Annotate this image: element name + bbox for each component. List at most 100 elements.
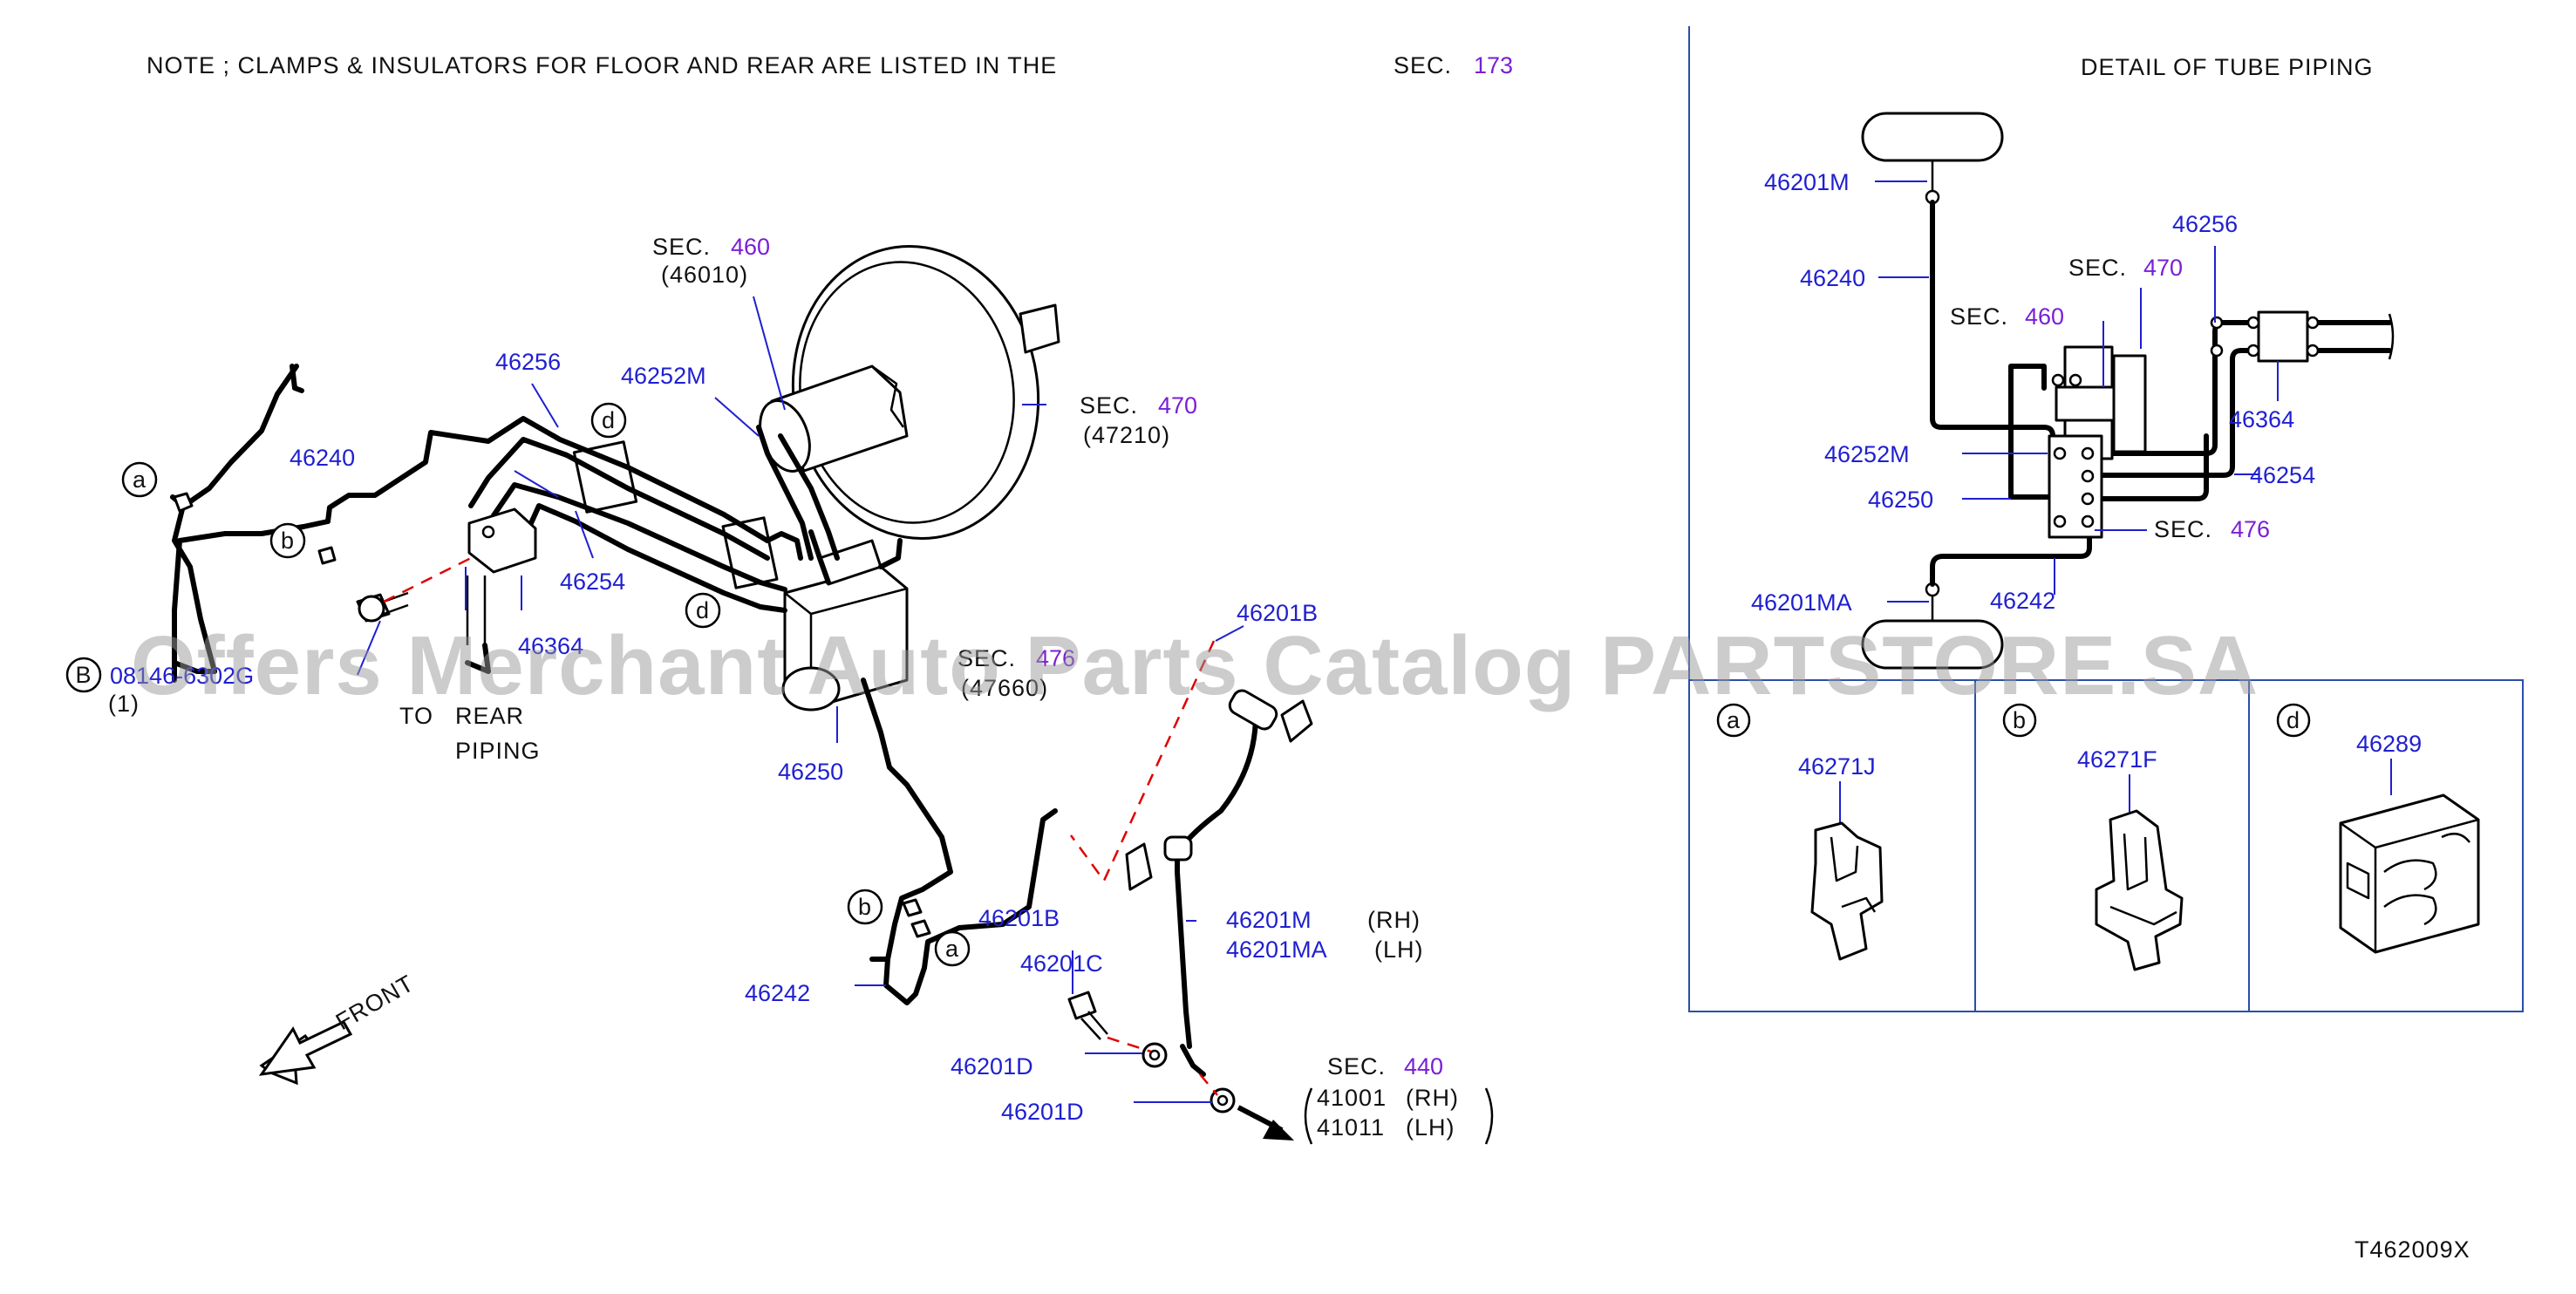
- label-46250[interactable]: 46250: [778, 759, 843, 785]
- detail-label-46364[interactable]: 46364: [2229, 406, 2294, 432]
- detail-label-46256[interactable]: 46256: [2172, 211, 2238, 237]
- to-rear-2: REAR: [455, 703, 524, 729]
- clip-46271F-icon: [2095, 809, 2184, 971]
- detail-label-46254[interactable]: 46254: [2250, 462, 2315, 488]
- sec460-link[interactable]: 460: [731, 234, 770, 260]
- marker-d: [685, 592, 721, 629]
- clip-boxes: [1688, 679, 2524, 1012]
- detail-label-46201MA[interactable]: 46201MA: [1751, 589, 1852, 616]
- marker-b: [2002, 703, 2037, 738]
- label-46364[interactable]: 46364: [518, 633, 583, 659]
- brake-hose: [1125, 689, 1313, 1077]
- front-label: FRONT: [331, 970, 419, 1035]
- detail-sec476-label: SEC.: [2154, 516, 2212, 542]
- sec440-link[interactable]: 440: [1404, 1053, 1443, 1079]
- to-rear-3: PIPING: [455, 738, 541, 764]
- note-sec-label: SEC.: [1394, 52, 1452, 78]
- label-46201M-side: (RH): [1367, 907, 1421, 933]
- label-46254[interactable]: 46254: [560, 569, 625, 595]
- label-46201MA-side: (LH): [1374, 936, 1424, 963]
- sec440-label: SEC.: [1327, 1053, 1386, 1079]
- sec460-label: SEC.: [652, 234, 711, 260]
- note-sec-link[interactable]: 173: [1474, 52, 1513, 78]
- detail-sec460-link[interactable]: 460: [2025, 303, 2064, 330]
- clip-icon: [902, 898, 923, 917]
- sec460-sub: (46010): [661, 262, 748, 288]
- label-46201B-bottom[interactable]: 46201B: [978, 905, 1060, 931]
- clip-box-d-letter: d: [2286, 707, 2300, 733]
- svg-text:a: a: [945, 936, 959, 962]
- marker-b: [847, 889, 883, 925]
- detail-sec470-label: SEC.: [2068, 255, 2127, 281]
- sec470-link[interactable]: 470: [1158, 392, 1197, 419]
- note-text: NOTE ; CLAMPS & INSULATORS FOR FLOOR AND…: [147, 52, 1057, 78]
- svg-text:a: a: [133, 467, 147, 493]
- bolt-letter: B: [75, 662, 92, 688]
- svg-text:b: b: [858, 894, 872, 920]
- detail-front-caliper: [1861, 112, 2004, 162]
- detail-label-46252M[interactable]: 46252M: [1824, 441, 1910, 467]
- arrow-icon: [1263, 1120, 1294, 1141]
- sec470-sub: (47210): [1083, 422, 1170, 448]
- label-46201C[interactable]: 46201C: [1020, 950, 1103, 977]
- sec440-row1-side: (RH): [1406, 1085, 1459, 1111]
- detail-label-46240[interactable]: 46240: [1800, 265, 1865, 291]
- bolt-46201C-icon: [1067, 991, 1108, 1040]
- clip-box-d-part[interactable]: 46289: [2356, 731, 2422, 757]
- clip-46271J-icon: [1810, 821, 1884, 961]
- clip-46289-icon: [2339, 793, 2480, 954]
- detail-connector-46364: [2257, 310, 2309, 363]
- marker-a: [121, 461, 158, 498]
- sec476-label: SEC.: [957, 645, 1016, 671]
- hose-dash: [1069, 640, 1216, 883]
- marker-d: [2276, 703, 2311, 738]
- diagram-code: T462009X: [2355, 1236, 2470, 1263]
- detail-reservoir: [2055, 385, 2116, 422]
- clip-box-a-part[interactable]: 46271J: [1798, 753, 1876, 780]
- sec476-link[interactable]: 476: [1036, 645, 1075, 671]
- label-46201D-1[interactable]: 46201D: [951, 1053, 1033, 1079]
- washer-icon: [1141, 1042, 1168, 1068]
- front-arrow-icon: [258, 1020, 353, 1086]
- main-leaders: [357, 296, 1244, 1103]
- bracket-46254: [467, 507, 537, 574]
- svg-text:d: d: [696, 597, 710, 623]
- bolt-marker: [65, 657, 102, 693]
- to-rear-1: TO: [399, 703, 433, 729]
- label-46201B-top[interactable]: 46201B: [1237, 600, 1318, 626]
- sec470-label: SEC.: [1080, 392, 1138, 419]
- label-46201MA[interactable]: 46201MA: [1226, 936, 1327, 963]
- clip-icon: [910, 919, 931, 938]
- marker-a: [934, 930, 971, 967]
- detail-sec476-link[interactable]: 476: [2231, 516, 2270, 542]
- clip-box-a-letter: a: [1727, 707, 1741, 733]
- detail-label-46201M[interactable]: 46201M: [1764, 169, 1850, 195]
- label-46201M[interactable]: 46201M: [1226, 907, 1312, 933]
- detail-sec460-label: SEC.: [1950, 303, 2008, 330]
- bolt-qty: (1): [108, 691, 140, 717]
- detail-booster: [2112, 354, 2147, 453]
- clip-box-b-part[interactable]: 46271F: [2077, 746, 2157, 773]
- label-46256[interactable]: 46256: [495, 349, 561, 375]
- label-46240[interactable]: 46240: [290, 445, 355, 471]
- detail-label-46242[interactable]: 46242: [1990, 588, 2055, 614]
- marker-d: [590, 402, 627, 439]
- bolt-part-number[interactable]: 08146-6302G: [110, 663, 254, 689]
- detail-tubes: [1930, 200, 2392, 587]
- brake-tubes: [170, 364, 1058, 1005]
- svg-text:d: d: [602, 407, 616, 433]
- label-46242[interactable]: 46242: [745, 980, 810, 1006]
- sec440-row1-pn: 41001: [1317, 1085, 1387, 1111]
- detail-label-46250[interactable]: 46250: [1868, 487, 1933, 513]
- sec440-row2-pn: 41011: [1317, 1114, 1385, 1141]
- clip-box-b-letter: b: [2013, 707, 2027, 733]
- bolt-icon: [356, 591, 409, 623]
- label-46201D-2[interactable]: 46201D: [1001, 1099, 1084, 1125]
- watermark: Offers Merchant Auto Parts Catalog PARTS…: [131, 619, 2259, 712]
- clip-icon: [317, 546, 337, 565]
- detail-sec470-link[interactable]: 470: [2143, 255, 2183, 281]
- label-46252M[interactable]: 46252M: [621, 363, 706, 389]
- clip-icon: [173, 492, 194, 513]
- marker-b: [269, 522, 306, 559]
